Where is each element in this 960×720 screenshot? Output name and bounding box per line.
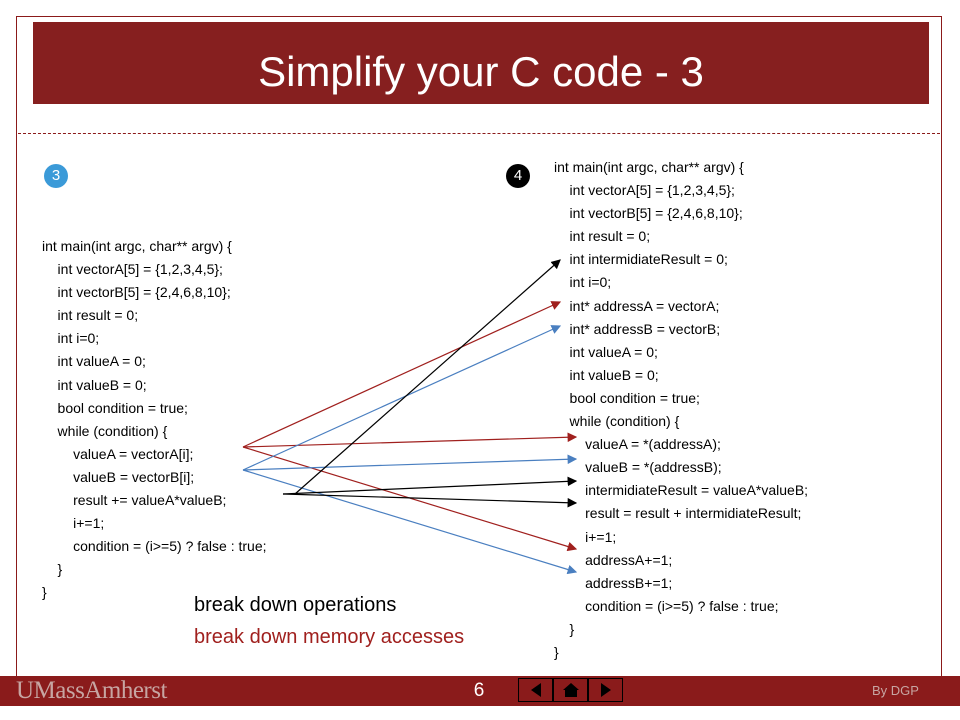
code-line: int valueA = 0; bbox=[42, 353, 146, 370]
next-button[interactable] bbox=[588, 678, 623, 702]
code-line: int* addressA = vectorA; bbox=[554, 297, 720, 314]
arrow-valueB-to-addressB bbox=[242, 325, 562, 471]
code-line: i+=1; bbox=[554, 528, 617, 545]
code-line: } bbox=[42, 584, 47, 601]
code-line: int* addressB = vectorB; bbox=[554, 320, 721, 337]
prev-icon bbox=[530, 683, 541, 697]
code-line: valueA = *(addressA); bbox=[554, 436, 721, 453]
code-line: int vectorA[5] = {1,2,3,4,5}; bbox=[42, 261, 223, 278]
note-break-down-memory: break down memory accesses bbox=[194, 626, 465, 648]
code-line: int main(int argc, char** argv) { bbox=[42, 238, 232, 254]
code-line: valueB = vectorB[i]; bbox=[42, 468, 195, 485]
code-line: condition = (i>=5) ? false : true; bbox=[42, 538, 267, 555]
arrow-valueA-to-addressA bbox=[242, 301, 562, 448]
code-line: int i=0; bbox=[42, 330, 100, 347]
next-icon bbox=[600, 683, 611, 697]
code-line: int valueB = 0; bbox=[42, 376, 147, 393]
code-line: while (condition) { bbox=[42, 422, 168, 439]
arrow-result-to-sum bbox=[282, 493, 578, 508]
arrow-valueB-to-increment bbox=[242, 469, 578, 575]
code-line: int vectorA[5] = {1,2,3,4,5}; bbox=[554, 182, 735, 199]
code-line: bool condition = true; bbox=[554, 389, 700, 406]
slide-title: Simplify your C code - 3 bbox=[258, 48, 704, 95]
code-line: int result = 0; bbox=[554, 228, 651, 245]
code-line: } bbox=[554, 643, 559, 660]
code-line: int valueB = 0; bbox=[554, 366, 659, 383]
prev-button[interactable] bbox=[518, 678, 553, 702]
code-line: addressA+=1; bbox=[554, 551, 673, 568]
code-line: result = result + intermidiateResult; bbox=[554, 505, 802, 522]
code-line: } bbox=[554, 620, 575, 637]
code-line: result += valueA*valueB; bbox=[42, 492, 227, 509]
footer-bar bbox=[0, 676, 960, 706]
arrow-result-to-intermediate-decl bbox=[294, 259, 561, 495]
badge-3: 3 bbox=[44, 164, 68, 188]
code-line: int i=0; bbox=[554, 274, 612, 291]
arrow-result-to-intermediate bbox=[282, 476, 578, 495]
badge-4: 4 bbox=[506, 164, 530, 188]
code-line: int result = 0; bbox=[42, 307, 139, 324]
code-line: valueB = *(addressB); bbox=[554, 459, 722, 476]
code-line: bool condition = true; bbox=[42, 399, 188, 416]
code-line: valueA = vectorA[i]; bbox=[42, 445, 194, 462]
code-line: condition = (i>=5) ? false : true; bbox=[554, 597, 779, 614]
byline: By DGP bbox=[872, 683, 919, 698]
code-line: int vectorB[5] = {2,4,6,8,10}; bbox=[42, 284, 231, 301]
arrow-valueB-to-deref bbox=[242, 454, 578, 471]
title-bar bbox=[33, 22, 929, 104]
home-icon bbox=[562, 683, 579, 697]
code-line: int main(int argc, char** argv) { bbox=[554, 159, 744, 175]
code-line: int intermidiateResult = 0; bbox=[554, 251, 728, 268]
code-block-right: int main(int argc, char** argv) { int ve… bbox=[554, 156, 808, 664]
code-block-left: int main(int argc, char** argv) { int ve… bbox=[42, 235, 267, 605]
home-button[interactable] bbox=[553, 678, 588, 702]
code-line: int vectorB[5] = {2,4,6,8,10}; bbox=[554, 205, 743, 222]
code-line: intermidiateResult = valueA*valueB; bbox=[554, 482, 809, 499]
code-line: while (condition) { bbox=[554, 413, 680, 430]
code-line: } bbox=[42, 561, 63, 578]
divider bbox=[18, 133, 940, 134]
umass-logo: UMassAmherst bbox=[16, 677, 167, 704]
code-line: i+=1; bbox=[42, 515, 105, 532]
page-number: 6 bbox=[473, 680, 485, 701]
note-break-down-operations: break down operations bbox=[194, 594, 397, 616]
code-line: int valueA = 0; bbox=[554, 343, 658, 360]
arrow-valueA-to-deref bbox=[242, 432, 578, 448]
code-line: addressB+=1; bbox=[554, 574, 673, 591]
